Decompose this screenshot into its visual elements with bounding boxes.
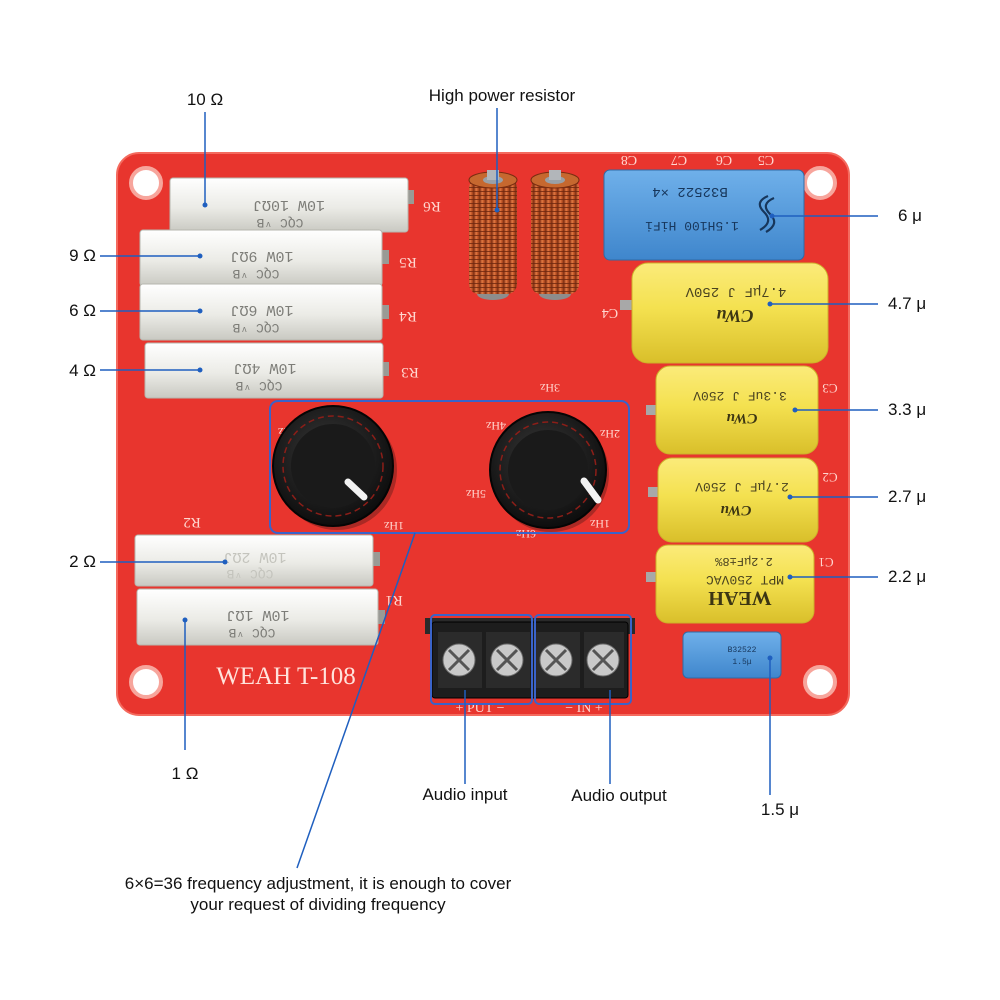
silk-r3: R3 <box>401 364 419 380</box>
pcb-board-edge <box>116 152 850 716</box>
mounting-hole <box>803 665 837 699</box>
resistor-r4: 10W 6ΩJ CQC ᵛB R4 <box>139 283 417 341</box>
silk-hz-2-right: 2Hz <box>600 427 620 441</box>
silk-c6: C6 <box>716 152 732 167</box>
silk-c3: C3 <box>822 381 837 396</box>
resistor-r5-text-a: 10W 9ΩJ <box>230 247 293 264</box>
resistor-r2: R2 10W 2ΩJ CQC ᵛB <box>134 514 380 587</box>
silk-r2: R2 <box>183 514 201 530</box>
capacitor-c2-brand: CWu <box>721 502 752 518</box>
resistor-r4-text-b: CQC ᵛB <box>232 320 279 335</box>
mounting-hole <box>803 166 837 200</box>
callout-dots <box>182 202 798 661</box>
capacitor-c4-brand: CWu <box>716 306 753 326</box>
frequency-knob-right[interactable] <box>489 411 609 532</box>
resistor-r2-text-b: CQC ᵛB <box>226 566 273 581</box>
resistor-r1-text-a: 10W 1ΩJ <box>226 606 289 623</box>
terminal-block: + PUT − − IN + <box>425 614 635 716</box>
knob-indicator-icon <box>344 478 368 501</box>
knob-highlight-box <box>269 400 630 534</box>
capacitor-logo-icon <box>758 194 776 233</box>
silk-hz-4-right: 4Hz <box>486 419 506 433</box>
resistor-r6: 10W 10ΩJ CQC ᵛB R6 <box>169 177 441 233</box>
mounting-hole <box>129 665 163 699</box>
capacitor-c8-text-a: B32522 ×4 <box>652 183 728 199</box>
mounting-hole <box>129 166 163 200</box>
silk-r5: R5 <box>399 254 417 270</box>
output-terminal-highlight <box>430 614 533 705</box>
label-r6: 10 Ω <box>186 90 224 109</box>
terminal-screw-icon[interactable] <box>586 643 620 677</box>
label-c8: 6 μ <box>898 206 922 225</box>
silk-r4: R4 <box>399 308 417 324</box>
label-r3: 4 Ω <box>69 361 96 380</box>
label-audio-input: Audio input <box>422 785 508 804</box>
label-c-small: 1.5 μ <box>760 800 800 819</box>
coil-resistor-right <box>530 170 580 300</box>
label-c2: 2.7 μ <box>888 487 927 506</box>
resistor-r1: 10W 1ΩJ CQC ᵛB R1 <box>136 588 403 646</box>
capacitor-c8-text-b: 1.5H100 HiFi <box>645 218 739 233</box>
coil-resistor-left <box>468 170 518 300</box>
note-line-2: your request of dividing frequency <box>190 895 446 914</box>
callout-lines <box>100 108 878 869</box>
label-r2: 2 Ω <box>69 552 96 571</box>
label-r5: 9 Ω <box>69 246 96 265</box>
label-r4: 6 Ω <box>69 301 96 320</box>
resistor-r3: 10W 4ΩJ CQC ᵛB R3 <box>144 342 419 399</box>
capacitor-c1-text-a: MPT 250VAC <box>706 572 784 587</box>
resistor-r5: 10W 9ΩJ CQC ᵛB R5 <box>139 229 417 287</box>
terminal-screw-icon[interactable] <box>490 643 524 677</box>
capacitor-c2-text-a: 2.7μF J 250V <box>695 479 789 494</box>
label-audio-output: Audio output <box>571 786 667 805</box>
silk-c8: C8 <box>621 152 637 167</box>
frequency-knob-area: 2Hz 4Hz 6Hz 1Hz 3Hz 4Hz 5Hz 6Hz 1Hz 2Hz <box>269 381 630 541</box>
resistor-r3-text-b: CQC ᵛB <box>235 378 282 393</box>
silk-c7: C7 <box>671 152 687 167</box>
input-terminal-highlight <box>534 614 632 705</box>
silk-hz-1-left: 1Hz <box>384 519 404 533</box>
silk-c5: C5 <box>758 152 774 167</box>
frequency-knob-left[interactable] <box>272 405 397 530</box>
resistor-r6-text-b: CQC ᵛB <box>256 215 303 230</box>
label-c3: 3.3 μ <box>888 400 927 419</box>
resistor-r1-text-b: CQC ᵛB <box>228 625 275 640</box>
capacitor-small-text-b: 1.5μ <box>732 658 751 667</box>
terminal-screw-icon[interactable] <box>442 643 476 677</box>
resistor-r6-text-a: 10W 10ΩJ <box>253 196 325 213</box>
resistor-r3-text-a: 10W 4ΩJ <box>233 359 296 376</box>
knob-indicator-icon <box>580 477 602 504</box>
silk-r6: R6 <box>423 198 441 214</box>
label-c4: 4.7 μ <box>888 294 927 313</box>
board-brand-silk: WEAH T-108 <box>216 663 356 690</box>
silk-c4: C4 <box>602 305 618 320</box>
silk-c2: C2 <box>822 470 837 485</box>
resistor-r4-text-a: 10W 6ΩJ <box>230 301 293 318</box>
resistor-r2-text-a: 10W 2ΩJ <box>223 548 286 565</box>
capacitor-c3-brand: CWu <box>727 410 758 426</box>
capacitor-c3: 3.3uF J 250V CWu C3 <box>646 365 838 455</box>
capacitor-c4-text-a: 4.7μF J 250V <box>685 283 786 299</box>
resistor-r5-text-b: CQC ᵛB <box>232 266 279 281</box>
capacitor-c8: B32522 ×4 1.5H100 HiFi <box>603 169 805 261</box>
silk-hz-3-right: 3Hz <box>540 381 560 395</box>
frequency-adjustment-note: 6×6=36 frequency adjustment, it is enoug… <box>58 873 578 915</box>
silk-c1: C1 <box>818 555 833 570</box>
silk-hz-5-right: 5Hz <box>466 487 486 501</box>
capacitor-c1-text-c: WEAH <box>708 587 772 609</box>
label-high-power-resistor: High power resistor <box>428 86 576 105</box>
capacitor-c3-text-a: 3.3uF J 250V <box>693 388 787 403</box>
capacitor-c1-text-b: 2.2μF±8% <box>714 554 772 568</box>
capacitor-small: B32522 1.5μ <box>682 631 782 679</box>
label-c1: 2.2 μ <box>888 567 927 586</box>
capacitor-c4: 4.7μF J 250V CWu C4 <box>602 262 829 364</box>
capacitor-small-text-a: B32522 <box>728 646 757 655</box>
terminal-screw-icon[interactable] <box>539 643 573 677</box>
capacitor-c2: 2.7μF J 250V CWu C2 <box>648 457 838 543</box>
note-line-1: 6×6=36 frequency adjustment, it is enoug… <box>124 874 512 893</box>
label-r1: 1 Ω <box>171 764 199 783</box>
capacitor-c1: 2.2μF±8% MPT 250VAC WEAH C1 <box>646 544 834 624</box>
silk-hz-1-right: 1Hz <box>590 517 610 531</box>
